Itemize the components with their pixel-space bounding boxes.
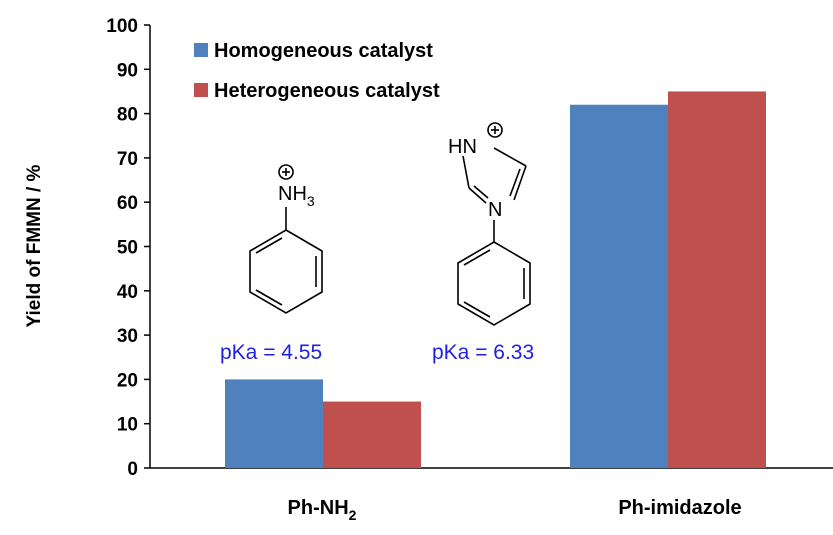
pka-annotation-imidazole: pKa = 6.33 xyxy=(432,341,534,364)
imidazolium-hn-label: HN xyxy=(448,136,477,158)
category-label-ph-imidazole: Ph-imidazole xyxy=(618,497,741,519)
y-tick-label: 70 xyxy=(117,149,138,170)
pka-annotation-aniline: pKa = 4.55 xyxy=(220,341,322,364)
imidazole-n-label: N xyxy=(488,199,502,221)
legend-swatch-homogeneous xyxy=(194,43,208,57)
category-label-ph-nh2: Ph-NH2 xyxy=(288,497,357,523)
bar-homogeneous-0 xyxy=(225,379,323,468)
y-tick-label: 60 xyxy=(117,193,138,214)
y-tick-label: 0 xyxy=(127,459,138,480)
bar-homogeneous-1 xyxy=(570,104,668,469)
benzene-ring-icon xyxy=(249,229,323,314)
positive-charge-icon xyxy=(487,122,503,138)
legend-label-homogeneous: Homogeneous catalyst xyxy=(214,40,433,62)
y-tick-label: 10 xyxy=(117,415,138,436)
ammonium-label: NH3 xyxy=(278,183,315,209)
y-tick-label: 20 xyxy=(117,370,138,391)
legend-label-heterogeneous: Heterogeneous catalyst xyxy=(214,80,440,102)
y-tick-label: 90 xyxy=(117,60,138,81)
bar-heterogeneous-0 xyxy=(323,401,421,468)
positive-charge-icon xyxy=(278,164,294,180)
y-axis-title: Yield of FMMN / % xyxy=(24,164,45,327)
y-tick-label: 50 xyxy=(117,238,138,259)
y-tick-label: 40 xyxy=(117,282,138,303)
legend: Homogeneous catalyst Heterogeneous catal… xyxy=(194,40,440,102)
bars xyxy=(225,91,766,469)
y-tick-label: 80 xyxy=(117,105,138,126)
y-tick-label: 30 xyxy=(117,326,138,347)
benzene-ring-icon xyxy=(457,241,531,326)
anilinium-structure: NH3 xyxy=(249,164,323,314)
y-tick-label: 100 xyxy=(106,16,138,37)
y-ticks: 0 10 20 30 40 50 60 70 80 90 100 xyxy=(106,16,150,480)
bar-heterogeneous-1 xyxy=(668,91,766,468)
legend-swatch-heterogeneous xyxy=(194,83,208,97)
phenylimidazolium-structure: HN N xyxy=(448,122,531,326)
